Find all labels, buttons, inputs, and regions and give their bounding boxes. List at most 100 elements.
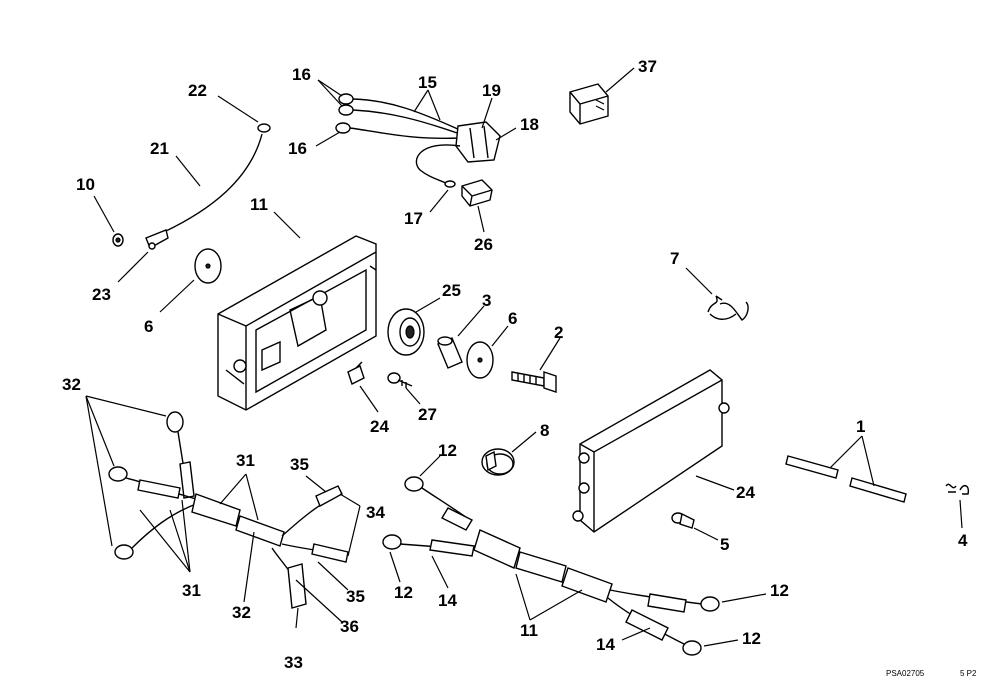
- bolt-part: [511, 371, 557, 393]
- leader-12c: [721, 593, 767, 603]
- leader-29b: [245, 473, 259, 521]
- leader-37: [605, 67, 635, 93]
- leader-23: [117, 251, 149, 283]
- callout-6: 6: [508, 309, 517, 328]
- leader-35a: [305, 475, 327, 493]
- leader-16c: [315, 131, 341, 147]
- callout-29: 31: [236, 451, 255, 470]
- sleeve-part: [437, 336, 463, 369]
- leader-31a: [139, 509, 191, 573]
- leader-7: [685, 267, 713, 295]
- leader-25: [359, 385, 379, 413]
- leader-12a: [419, 455, 441, 477]
- leader-27: [477, 205, 485, 233]
- leader-15a: [413, 89, 429, 113]
- leader-36: [295, 579, 343, 623]
- clip-part: [347, 361, 365, 385]
- drawing-code-suffix: 5 P2: [960, 669, 977, 678]
- leader-2: [539, 337, 561, 371]
- leader-15b: [427, 89, 441, 121]
- callout-33: 33: [284, 653, 303, 672]
- leader-12d: [703, 639, 739, 647]
- callout-27: 26: [474, 235, 493, 254]
- leader-11a: [515, 573, 531, 621]
- leader-3: [959, 499, 963, 529]
- grommet-part: [387, 308, 425, 356]
- callout-19: 19: [482, 81, 501, 100]
- callout-1: 1: [856, 417, 865, 436]
- leader-29a: [219, 473, 247, 505]
- leader-31b: [169, 509, 191, 573]
- callout-25: 24: [370, 417, 389, 436]
- callout-24: 24: [736, 483, 755, 502]
- callout-16: 16: [292, 65, 311, 84]
- leader-10: [273, 211, 301, 239]
- leader-14a: [431, 555, 449, 589]
- callout-8: 8: [540, 421, 549, 440]
- callout-7: 7: [670, 249, 679, 268]
- small-clip-part: [945, 483, 970, 495]
- callout-16: 16: [288, 139, 307, 158]
- ground-strap-part: [112, 123, 271, 250]
- drawing-code: PSA02705: [886, 669, 925, 678]
- leader-1a: [829, 435, 863, 469]
- leader-22: [217, 95, 259, 123]
- callout-12: 12: [770, 581, 789, 600]
- callout-37: 37: [638, 57, 657, 76]
- callout-6: 6: [144, 317, 153, 336]
- pins-part: [785, 455, 907, 503]
- leader-30b: [85, 395, 115, 467]
- callout-31: 31: [182, 581, 201, 600]
- callout-18: 18: [520, 115, 539, 134]
- leader-1b: [861, 435, 875, 487]
- washer-part-left: [194, 248, 222, 284]
- callout-28: 27: [418, 405, 437, 424]
- leader-8: [511, 431, 537, 453]
- leader-26: [415, 297, 441, 313]
- leader-4: [457, 305, 485, 337]
- leader-17: [429, 189, 449, 213]
- leader-5: [693, 527, 719, 541]
- callout-12: 12: [742, 629, 761, 648]
- leader-9: [93, 195, 115, 233]
- callout-35: 35: [290, 455, 309, 474]
- callout-21: 21: [150, 139, 169, 158]
- callout-30: 32: [62, 375, 81, 394]
- callout-3: 4: [958, 531, 968, 550]
- callout-labels: 37 16 15 19 18 16 22 21 10 17 26 11 23 6…: [62, 57, 968, 672]
- leader-24: [695, 475, 735, 491]
- leader-34b: [347, 505, 361, 557]
- callout-14: 14: [596, 635, 615, 654]
- leader-19: [481, 97, 493, 129]
- callout-10: 11: [250, 195, 268, 214]
- callout-12: 12: [438, 441, 457, 460]
- callout-15: 15: [418, 73, 437, 92]
- callout-5: 5: [720, 535, 729, 554]
- callout-23: 23: [92, 285, 111, 304]
- leader-35b: [317, 561, 349, 591]
- callout-17: 17: [404, 209, 423, 228]
- callout-22: 22: [188, 81, 207, 100]
- leader-30a: [85, 395, 167, 417]
- callout-9: 10: [76, 175, 95, 194]
- leader-12b: [389, 551, 401, 583]
- leader-18: [495, 127, 517, 141]
- leader-14b: [621, 627, 651, 641]
- leader-6a: [159, 279, 195, 313]
- callout-2: 2: [554, 323, 563, 342]
- module-part: [572, 369, 730, 533]
- leader-33: [295, 607, 299, 629]
- callout-11: 11: [520, 621, 538, 640]
- leader-30c: [85, 395, 113, 547]
- leader-31c: [181, 499, 191, 573]
- right-harness-part: [382, 476, 720, 656]
- leader-21: [175, 155, 201, 187]
- small-screw-part: [671, 512, 695, 529]
- leader-6b: [491, 325, 509, 347]
- leader-32: [243, 531, 255, 603]
- callout-36: 36: [340, 617, 359, 636]
- wire-clip-part: [707, 295, 749, 321]
- callout-32: 32: [232, 603, 251, 622]
- leader-11b: [529, 589, 583, 621]
